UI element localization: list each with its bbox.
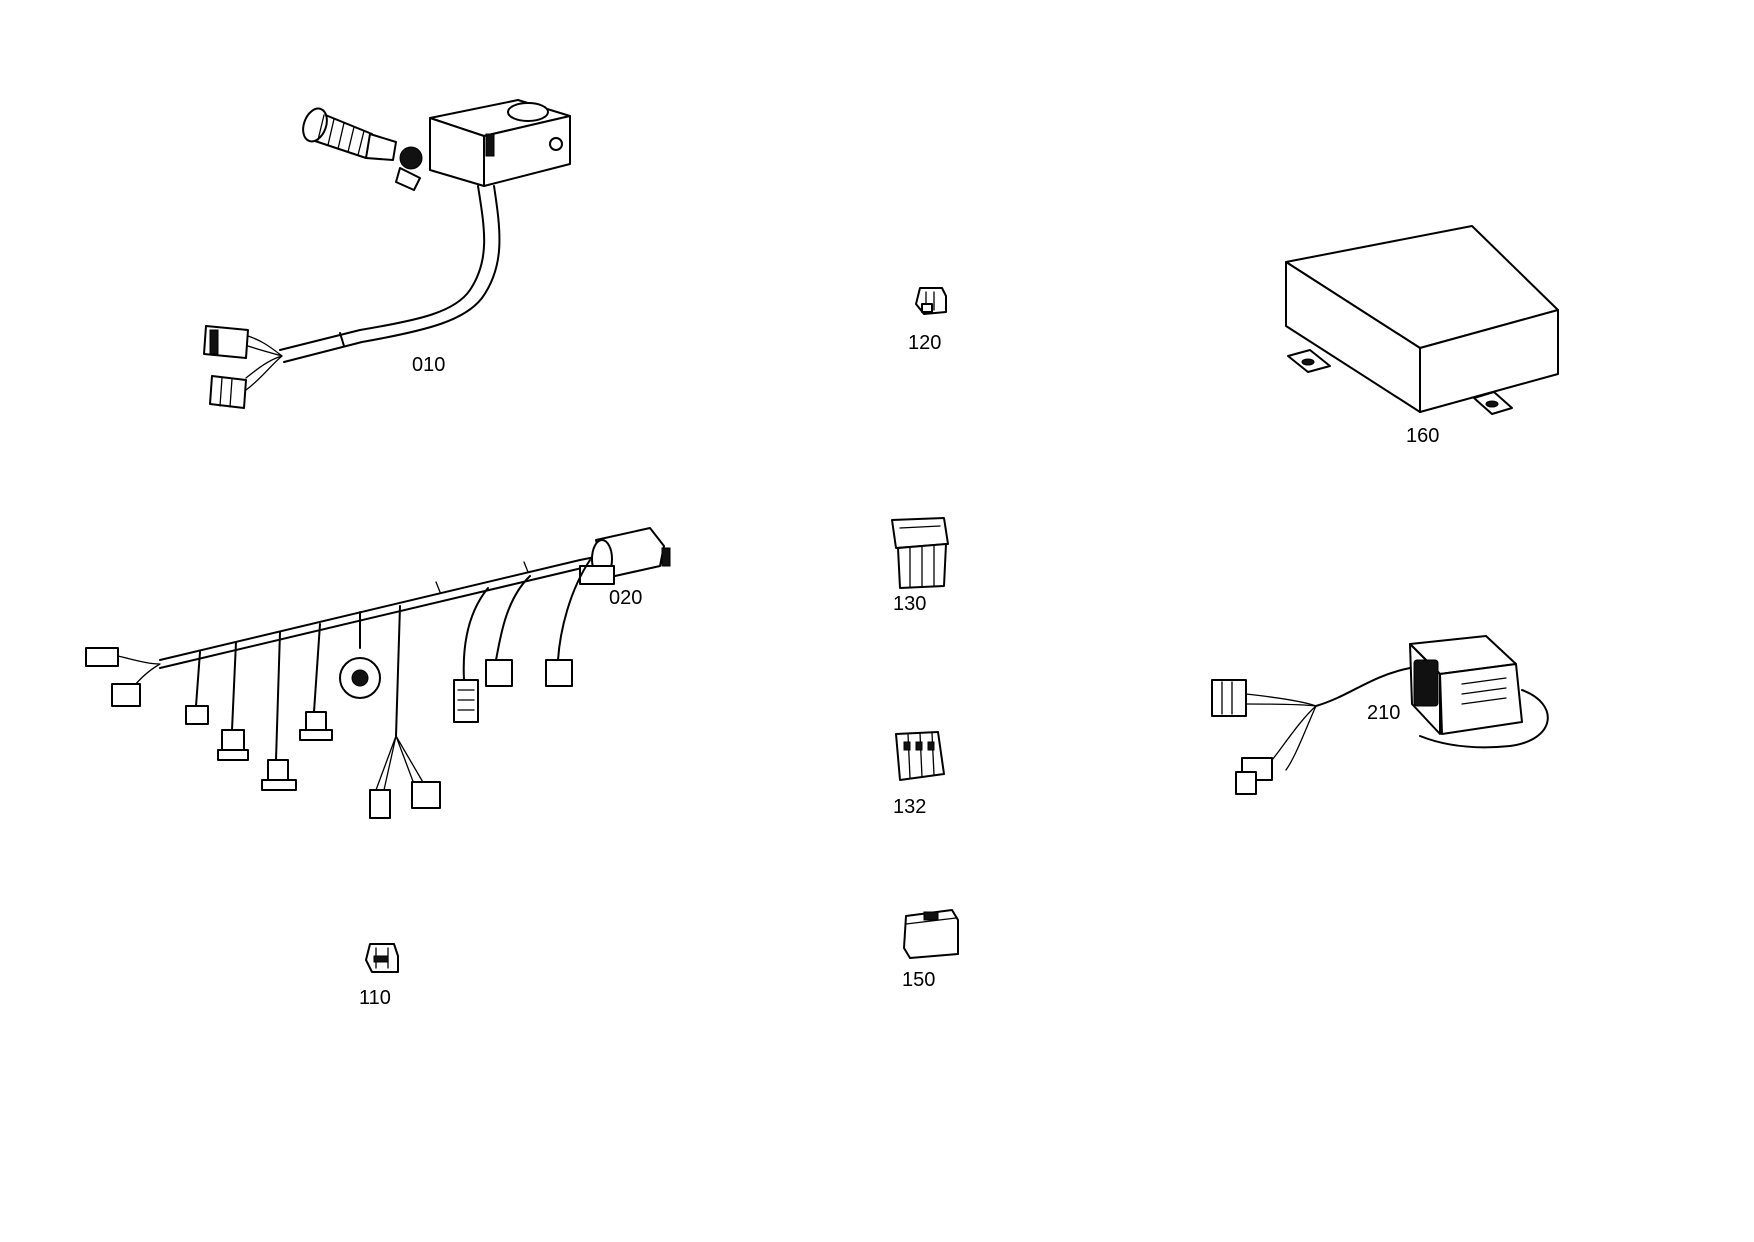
part-160-control-box [1285,225,1559,415]
part-210-lamp [1211,635,1549,795]
part-020-harness [85,527,671,819]
part-130-label: 130 [893,593,927,615]
part-010-label: 010 [412,354,446,376]
part-132-connector [895,731,945,781]
part-210-label: 210 [1367,702,1401,724]
part-132-label: 132 [893,796,927,818]
part-150-label: 150 [902,969,936,991]
part-110-label: 110 [359,987,391,1009]
part-110-connector [365,943,399,973]
part-150-connector [903,909,959,959]
part-020-label: 020 [609,587,643,609]
part-120-label: 120 [908,332,942,354]
part-010-joystick [203,99,571,409]
part-120-connector [915,287,947,315]
part-160-label: 160 [1406,425,1440,447]
part-130-connector [891,517,949,589]
